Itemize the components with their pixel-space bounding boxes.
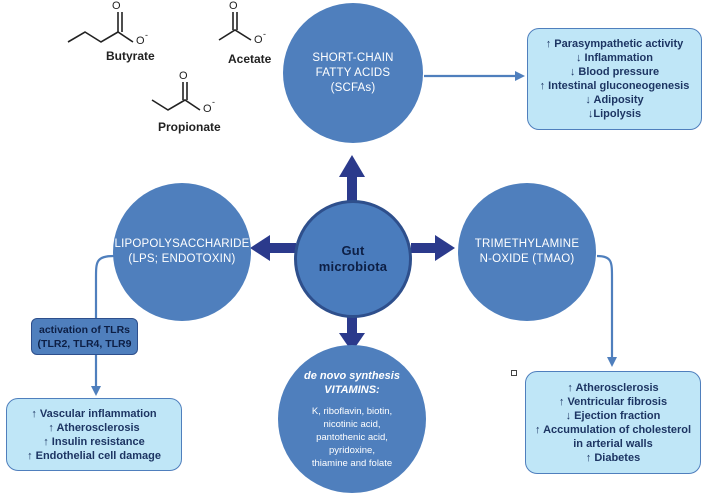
lps-to-box-connector [94,254,115,318]
small-square-marker [511,370,517,376]
scfa-effects-box: ↑ Parasympathetic activity ↓ Inflammatio… [527,28,702,130]
propionate-oxygen-bottom: O [203,103,212,115]
lps-title-line: (LPS; ENDOTOXIN) [128,253,236,265]
vitamins-list-line: pyridoxine, [329,445,375,456]
vitamins-heading-line: de novo synthesis [304,370,400,382]
effect-line: ↑ Ventricular fibrosis [558,395,668,408]
effect-line: ↑ Accumulation of cholesterol [534,423,692,436]
vitamins-circle: de novo synthesis VITAMINS: K, riboflavi… [278,345,426,493]
effect-line: ↑ Endothelial cell damage [27,449,161,462]
butyrate-charge: - [145,30,148,40]
tmao-effects-box: ↑ Atherosclerosis ↑ Ventricular fibrosis… [525,371,701,474]
effect-line: ↓ Ejection fraction [565,409,661,422]
acetate-oxygen-top: O [229,0,238,12]
tmao-title-line: TRIMETHYLAMINE [474,238,580,250]
scfa-title-line: (SCFAs) [330,81,376,94]
gut-to-lps-arrow [250,235,296,261]
acetate-charge: - [263,29,266,39]
lps-title-line: LIPOPOLYSACCHARIDE [114,238,250,250]
tmao-to-box-connector [596,254,617,367]
gut-to-tmao-arrow [411,235,455,261]
butyrate-oxygen-top: O [112,0,121,12]
effect-line: ↑ Vascular inflammation [31,407,157,420]
acetate-label: Acetate [228,52,272,66]
effect-line: ↓ Inflammation [575,52,653,64]
scfa-title-line: FATTY ACIDS [315,66,391,79]
butyrate-structure [67,12,134,43]
effect-line: ↑ Intestinal gluconeogenesis [539,80,690,92]
tmao-title-line: N-OXIDE (TMAO) [479,253,575,265]
butyrate-oxygen-bottom: O [136,35,145,47]
gut-to-scfa-arrow [339,155,365,201]
tlr-line: (TLR2, TLR4, TLR9 [37,337,132,350]
effect-line: ↑ Parasympathetic activity [545,38,684,50]
lps-effects-box: ↑ Vascular inflammation ↑ Atherosclerosi… [6,398,182,471]
vitamins-list-line: nicotinic acid, [323,419,381,430]
propionate-label: Propionate [158,120,221,134]
effect-line: ↓ Adiposity [585,94,644,106]
propionate-charge: - [212,97,215,107]
effect-line: ↑ Insulin resistance [43,435,145,448]
butyrate-label: Butyrate [106,49,155,63]
vitamins-heading-line: VITAMINS: [324,384,380,396]
vitamins-list-line: K, riboflavin, biotin, [311,406,393,417]
acetate-structure [218,12,252,41]
vitamins-list-line: pantothenic acid, [316,432,388,443]
tlr-line: activation of TLRs [38,323,130,336]
effect-line: ↓Lipolysis [587,108,642,120]
effect-line: ↑ Diabetes [585,451,641,464]
effect-line: ↑ Atherosclerosis [567,381,659,394]
effect-line: ↑ Atherosclerosis [48,421,140,434]
scfa-title-line: SHORT-CHAIN [312,51,394,64]
vitamins-list-line: thiamine and folate [311,458,393,469]
propionate-structure [151,82,201,111]
scfa-circle: SHORT-CHAIN FATTY ACIDS (SCFAs) [283,3,423,143]
effect-line: in arterial walls [573,437,653,450]
gut-title-line: Gut [341,243,365,258]
acetate-oxygen-bottom: O [254,34,263,46]
effect-line: ↓ Blood pressure [569,66,660,78]
gut-microbiota-circle: Gut microbiota [294,200,412,318]
tlr-activation-box: activation of TLRs (TLR2, TLR4, TLR9 [31,318,138,355]
gut-title-line: microbiota [318,259,388,274]
tmao-circle: TRIMETHYLAMINE N-OXIDE (TMAO) [458,183,596,321]
lps-circle: LIPOPOLYSACCHARIDE (LPS; ENDOTOXIN) [113,183,251,321]
propionate-oxygen-top: O [179,70,188,82]
gut-to-vitamins-arrow [339,316,365,352]
